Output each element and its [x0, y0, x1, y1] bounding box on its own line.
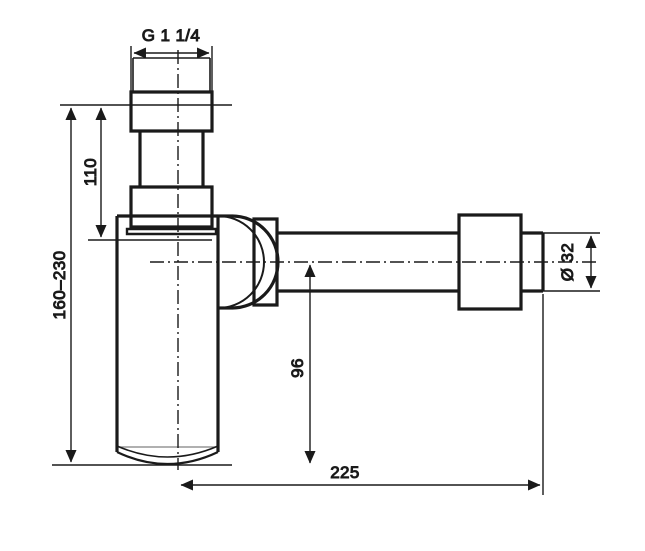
dimension-label-total-height: 160–230: [50, 251, 69, 320]
dimension-label-thread-size: G 1 1/4: [142, 26, 201, 45]
lower-compression-nut: [129, 185, 214, 229]
dimension-total-height: [52, 107, 232, 466]
inlet-riser-tube: [138, 131, 205, 187]
wall-compression-nut: [457, 213, 523, 311]
outlet-near-nut: [252, 217, 279, 307]
upper-compression-nut: [129, 90, 214, 133]
inlet-thread-section: [132, 57, 211, 92]
dimension-inlet-height: [60, 104, 232, 241]
inlet-washer-flange: [125, 227, 218, 236]
dimension-thread-size: [130, 46, 213, 96]
dimension-label-inlet-height: 110: [81, 158, 100, 186]
trap-cup-body: [115, 214, 220, 466]
dimension-label-projection-length: 225: [330, 463, 360, 482]
dimension-label-drop-height: 96: [288, 358, 307, 378]
drawing-geometry: G 1 1/4 110 160–230: [50, 26, 600, 495]
dimension-outlet-diameter: [543, 232, 600, 292]
centre-lines: [150, 50, 598, 470]
dimension-projection-length: [180, 294, 544, 495]
dimension-label-outlet-diameter: Ø 32: [558, 243, 577, 281]
